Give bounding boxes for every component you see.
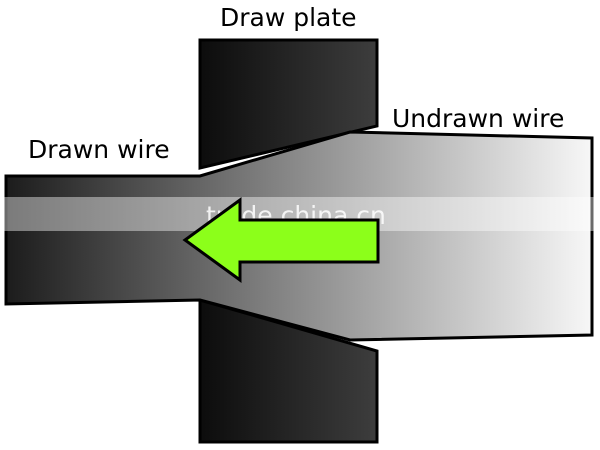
left-arrow-icon [182,197,380,283]
draw-plate-lower [198,298,379,444]
drawn-wire-label: Drawn wire [28,135,170,164]
undrawn-wire-label: Undrawn wire [392,104,564,133]
draw-plate-label: Draw plate [220,3,357,32]
